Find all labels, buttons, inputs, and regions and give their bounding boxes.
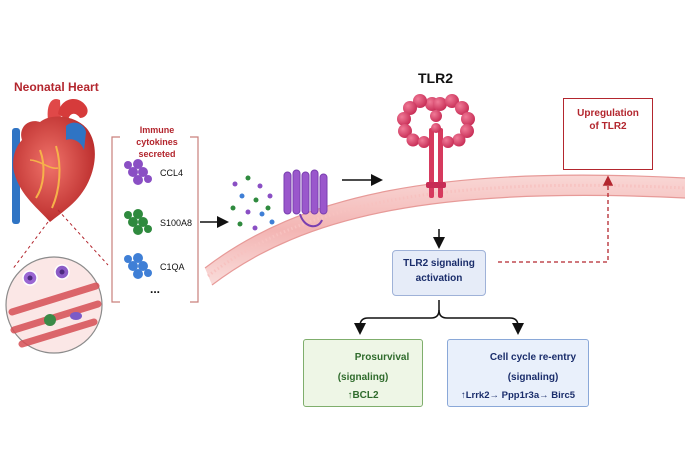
signaling-line2: activation (415, 273, 463, 284)
branch-arrows (354, 300, 524, 335)
cytokine-header: Immune cytokines secreted (136, 125, 178, 159)
s100a8-molecule-icon (124, 209, 152, 235)
prosurvival-line2: (signaling) (337, 372, 389, 383)
upregulation-box (563, 98, 653, 170)
cell-cycle-line2: (signaling) (507, 372, 559, 383)
prosurvival-line1: Prosurvival (354, 352, 410, 363)
prosurvival-box (303, 339, 423, 407)
prosurvival-gene: ↑BCL2 (347, 390, 379, 401)
heart-tissue-zoom (5, 209, 109, 354)
heart-title: Neonatal Heart (14, 80, 99, 94)
cytokine-particles (230, 175, 275, 231)
cell-cycle-line1: Cell cycle re-entry (489, 352, 577, 363)
c1qa-molecule-icon (124, 253, 152, 279)
cytokine-bracket-right (190, 136, 199, 303)
cell-membrane (204, 174, 685, 286)
cytokine-label-ccl4: CCL4 (160, 168, 184, 178)
signaling-box (392, 250, 486, 296)
cell-cycle-genes: ↑Lrrk2→ Ppp1r3a→ Birc5 (460, 390, 576, 401)
heart-illustration (12, 98, 95, 224)
signaling-line1: TLR2 signaling (403, 258, 475, 269)
ccl4-molecule-icon (124, 159, 152, 185)
cytokine-label-s100a8: S100A8 (160, 218, 193, 228)
tlr2-receptor-icon (397, 94, 475, 198)
cytokine-bracket-left (111, 136, 120, 303)
cell-cycle-box (447, 339, 589, 407)
receptor-title: TLR2 (418, 70, 453, 86)
upregulation-line1: Upregulation (577, 108, 639, 119)
cytokine-ellipsis: ... (150, 282, 161, 296)
cytokine-label-c1qa: C1QA (160, 262, 185, 272)
upregulation-line2: of TLR2 (589, 121, 627, 132)
feedback-arrow (498, 175, 614, 263)
membrane-receptor-icon (283, 169, 328, 228)
